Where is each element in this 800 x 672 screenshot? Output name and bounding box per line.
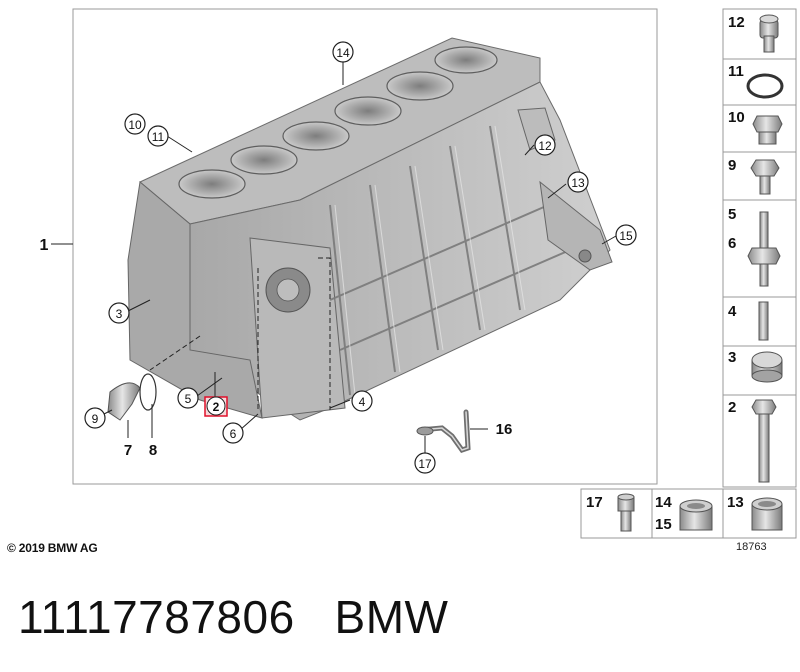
callout-labels: 1 14 10 11 12 13 15 3 5 2 6 4 9 7 8 16 1… [40, 41, 637, 474]
callout-15[interactable]: 15 [619, 229, 633, 243]
callout-9[interactable]: 9 [92, 412, 99, 426]
svg-text:4: 4 [728, 303, 737, 320]
svg-text:13: 13 [727, 494, 744, 511]
callout-11[interactable]: 11 [152, 130, 165, 144]
svg-text:17: 17 [586, 494, 603, 511]
legend-item-10[interactable]: 10 [728, 109, 783, 145]
callout-3[interactable]: 3 [116, 307, 123, 321]
svg-text:5: 5 [728, 206, 736, 223]
bushing-icon [751, 497, 783, 531]
svg-text:11: 11 [728, 63, 744, 80]
legend-item-3[interactable]: 3 [728, 349, 783, 383]
sealing-ring-icon [746, 73, 784, 99]
callout-1[interactable]: 1 [40, 237, 49, 254]
callout-17[interactable]: 17 [418, 457, 432, 471]
svg-text:2: 2 [728, 399, 736, 416]
expansion-plug-icon [751, 351, 783, 383]
callout-10[interactable]: 10 [128, 118, 142, 132]
socket-head-screw-icon [617, 493, 635, 532]
callout-14[interactable]: 14 [336, 46, 350, 60]
part-number-footer: 11117787806 BMW [18, 590, 448, 644]
stud-bolt-icon [747, 211, 781, 287]
legend-item-9[interactable]: 9 [728, 157, 780, 195]
legend-item-2[interactable]: 2 [728, 399, 777, 483]
bottom-legend: 17 14 15 13 [580, 488, 797, 539]
legend-item-13[interactable]: 13 [727, 494, 783, 531]
hex-bolt-icon [750, 159, 780, 195]
part-number: 11117787806 [18, 591, 295, 643]
dowel-pin-icon [758, 301, 769, 341]
leader-lines [51, 61, 617, 453]
callout-6[interactable]: 6 [230, 427, 237, 441]
svg-text:9: 9 [728, 157, 736, 174]
copyright-notice: © 2019 BMW AG [7, 541, 98, 555]
oil-drain-plug-icon [759, 14, 779, 53]
callout-5[interactable]: 5 [185, 392, 192, 406]
callout-16[interactable]: 16 [496, 421, 513, 438]
svg-text:6: 6 [728, 235, 736, 252]
sleeve-icon [679, 499, 713, 531]
callout-2[interactable]: 2 [213, 400, 220, 414]
legend-item-4[interactable]: 4 [728, 301, 769, 341]
legend-item-17[interactable]: 17 [586, 493, 635, 532]
callout-8[interactable]: 8 [149, 442, 157, 459]
legend-item-14-15[interactable]: 14 15 [655, 494, 713, 533]
svg-text:15: 15 [655, 516, 672, 533]
callout-7[interactable]: 7 [124, 442, 132, 459]
diagram-id: 18763 [736, 541, 767, 553]
legend-item-11[interactable]: 11 [728, 63, 784, 99]
engine-block-illustration [107, 37, 613, 453]
svg-text:10: 10 [728, 109, 745, 126]
svg-text:3: 3 [728, 349, 736, 366]
svg-text:14: 14 [655, 494, 672, 511]
callout-12[interactable]: 12 [538, 139, 552, 153]
legend-item-12[interactable]: 12 [728, 14, 779, 53]
long-bolt-icon [751, 399, 777, 483]
brand-name: BMW [334, 591, 449, 643]
side-legend: 12 11 10 9 [722, 8, 797, 488]
svg-text:12: 12 [728, 14, 745, 31]
callout-13[interactable]: 13 [571, 176, 585, 190]
screw-plug-icon [752, 115, 783, 145]
legend-item-5-6[interactable]: 5 6 [728, 206, 781, 287]
callout-4[interactable]: 4 [359, 395, 366, 409]
